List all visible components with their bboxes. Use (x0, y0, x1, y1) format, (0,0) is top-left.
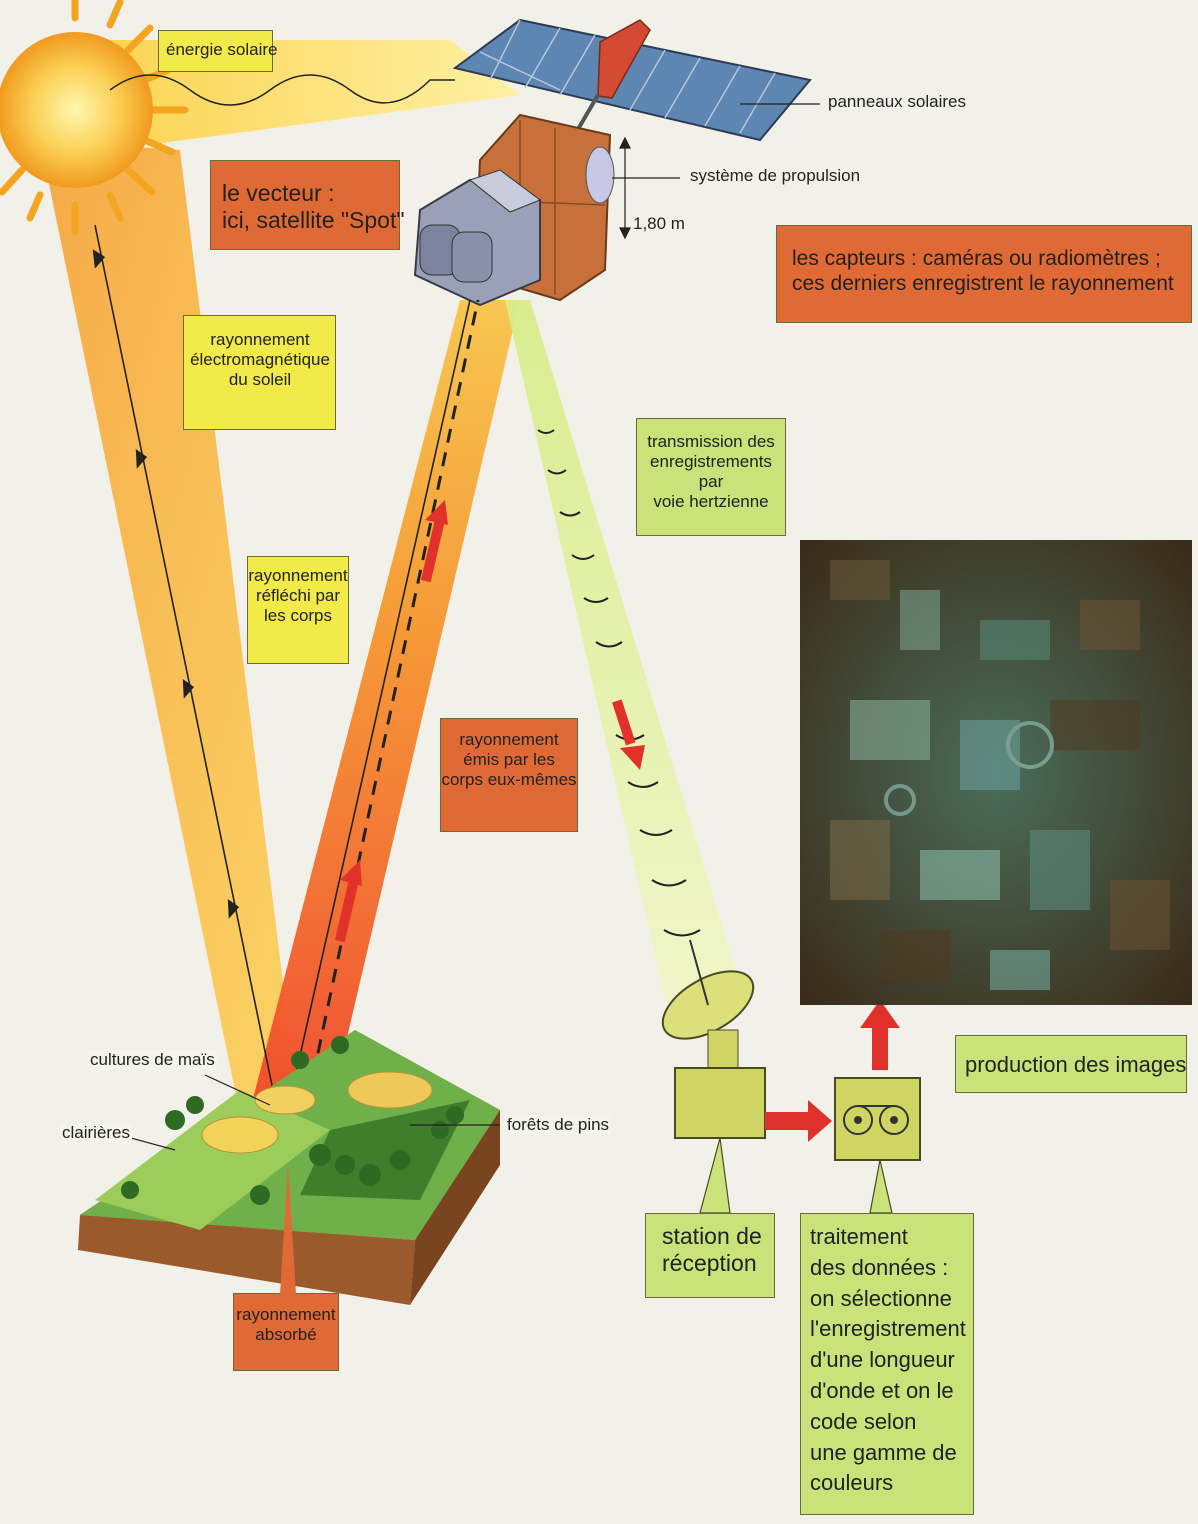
propulsion-text: système de propulsion (690, 166, 860, 186)
emitted-text: rayonnement émis par les corps eux-mêmes (440, 730, 578, 790)
absorbed-text: rayonnement absorbé (233, 1305, 339, 1345)
processing-text: traitement des données : on sélectionne … (810, 1222, 966, 1499)
station-text: station de réception (662, 1223, 762, 1277)
transmission-text: transmission des enregistrements par voi… (636, 432, 786, 512)
height-text: 1,80 m (633, 214, 685, 234)
corn-crops-text: cultures de maïs (88, 1050, 217, 1070)
clearings-text: clairières (60, 1123, 132, 1143)
image-production-text: production des images (965, 1052, 1186, 1078)
reflected-text: rayonnement réfléchi par les corps (247, 566, 349, 626)
solar-energy-text: énergie solaire (166, 40, 278, 60)
tape-recorder-icon (835, 1078, 920, 1160)
em-radiation-text: rayonnement électromagnétique du soleil (190, 330, 330, 390)
pine-forest-text: forêts de pins (505, 1115, 611, 1135)
absorbed-pointer (280, 1165, 296, 1295)
vector-text: le vecteur : ici, satellite "Spot" (222, 180, 405, 234)
sensors-text: les capteurs : caméras ou radiomètres ; … (792, 247, 1174, 297)
satellite-image (800, 540, 1192, 1005)
solar-panels-text: panneaux solaires (828, 92, 966, 112)
